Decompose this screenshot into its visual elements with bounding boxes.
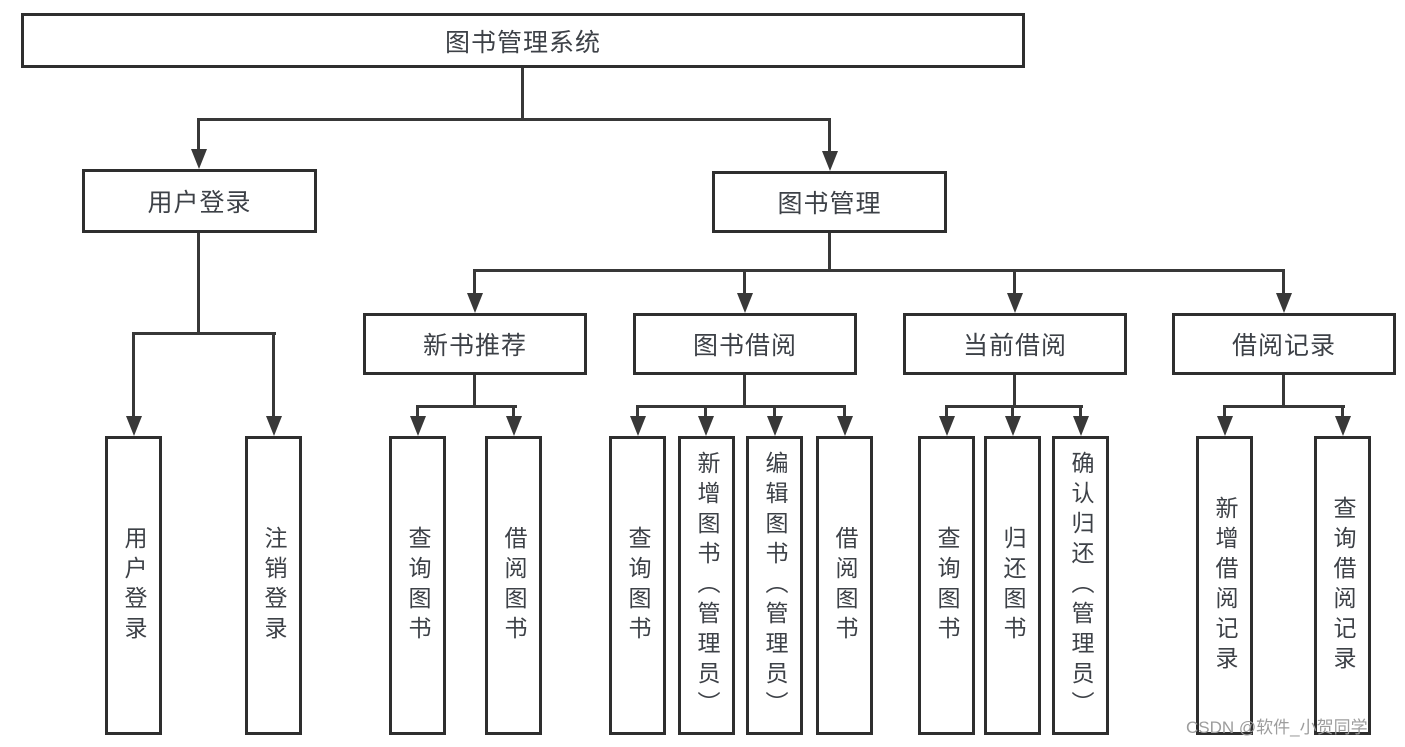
leaf-return-books: 归还图书 bbox=[984, 436, 1041, 735]
arrow-down-icon bbox=[1276, 293, 1292, 313]
connector-line bbox=[197, 233, 200, 334]
arrow-down-icon bbox=[1007, 293, 1023, 313]
connector-line bbox=[473, 269, 476, 298]
connector-line bbox=[843, 405, 846, 421]
leaf-user-login: 用户登录 bbox=[105, 436, 162, 735]
connector-line bbox=[704, 405, 707, 421]
connector-line bbox=[1282, 269, 1285, 298]
arrow-down-icon bbox=[698, 416, 714, 436]
connector-line bbox=[743, 269, 746, 298]
connector-line bbox=[132, 332, 276, 335]
leaf-borrow-query-books: 查询图书 bbox=[609, 436, 666, 735]
arrow-down-icon bbox=[1335, 416, 1351, 436]
node-current-borrowing: 当前借阅 bbox=[903, 313, 1127, 375]
connector-line bbox=[1013, 269, 1016, 298]
connector-line bbox=[1341, 405, 1344, 421]
connector-line bbox=[773, 405, 776, 421]
arrow-down-icon bbox=[837, 416, 853, 436]
connector-line bbox=[272, 332, 275, 420]
leaf-logout: 注销登录 bbox=[245, 436, 302, 735]
leaf-newbook-query-books: 查询图书 bbox=[389, 436, 446, 735]
connector-line bbox=[1223, 405, 1226, 421]
node-label: 图书借阅 bbox=[692, 332, 797, 360]
csdn-watermark: CSDN @软件_小贺同学 bbox=[1186, 718, 1368, 737]
arrow-down-icon bbox=[410, 416, 426, 436]
connector-line bbox=[1011, 405, 1014, 421]
arrow-down-icon bbox=[737, 293, 753, 313]
leaf-borrow-books: 借阅图书 bbox=[816, 436, 873, 735]
connector-line bbox=[1223, 405, 1345, 408]
leaf-newbook-borrow-books: 借阅图书 bbox=[485, 436, 542, 735]
leaf-edit-books-admin: 编辑图书（管理员） bbox=[746, 436, 803, 735]
connector-line bbox=[473, 269, 1285, 272]
arrow-down-icon bbox=[126, 416, 142, 436]
node-label: 用户登录 bbox=[147, 189, 252, 217]
arrow-down-icon bbox=[1073, 416, 1089, 436]
leaf-add-books-admin: 新增图书（管理员） bbox=[678, 436, 735, 735]
node-label: 当前借阅 bbox=[962, 332, 1067, 360]
leaf-confirm-return-admin: 确认归还（管理员） bbox=[1052, 436, 1109, 735]
leaf-query-borrow-record: 查询借阅记录 bbox=[1314, 436, 1371, 735]
arrow-down-icon bbox=[822, 151, 838, 171]
connector-line bbox=[828, 233, 831, 272]
arrow-down-icon bbox=[767, 416, 783, 436]
arrow-down-icon bbox=[467, 293, 483, 313]
connector-line bbox=[1013, 375, 1016, 407]
node-book-management: 图书管理 bbox=[712, 171, 947, 233]
connector-line bbox=[521, 68, 524, 120]
connector-line bbox=[416, 405, 517, 408]
arrow-down-icon bbox=[266, 416, 282, 436]
connector-line bbox=[945, 405, 1083, 408]
node-label: 图书管理系统 bbox=[444, 28, 601, 57]
connector-line bbox=[636, 405, 846, 408]
connector-line bbox=[1282, 375, 1285, 407]
node-label: 新书推荐 bbox=[422, 332, 527, 360]
connector-line bbox=[132, 332, 135, 420]
arrow-down-icon bbox=[939, 416, 955, 436]
node-library-management-system: 图书管理系统 bbox=[21, 13, 1025, 68]
connector-line bbox=[197, 118, 200, 154]
node-borrowing-records: 借阅记录 bbox=[1172, 313, 1396, 375]
connector-line bbox=[1079, 405, 1082, 421]
connector-line bbox=[473, 375, 476, 407]
node-label: 图书管理 bbox=[777, 190, 882, 218]
node-user-login: 用户登录 bbox=[82, 169, 317, 233]
connector-line bbox=[945, 405, 948, 421]
connector-line bbox=[197, 118, 831, 121]
node-label: 借阅记录 bbox=[1231, 332, 1336, 360]
leaf-add-borrow-record: 新增借阅记录 bbox=[1196, 436, 1253, 735]
connector-line bbox=[828, 118, 831, 156]
connector-line bbox=[512, 405, 515, 421]
arrow-down-icon bbox=[506, 416, 522, 436]
arrow-down-icon bbox=[1005, 416, 1021, 436]
arrow-down-icon bbox=[630, 416, 646, 436]
node-book-borrowing: 图书借阅 bbox=[633, 313, 857, 375]
connector-line bbox=[416, 405, 419, 421]
node-new-book-recommend: 新书推荐 bbox=[363, 313, 587, 375]
arrow-down-icon bbox=[1217, 416, 1233, 436]
connector-line bbox=[636, 405, 639, 421]
leaf-current-query-books: 查询图书 bbox=[918, 436, 975, 735]
connector-line bbox=[743, 375, 746, 407]
arrow-down-icon bbox=[191, 149, 207, 169]
